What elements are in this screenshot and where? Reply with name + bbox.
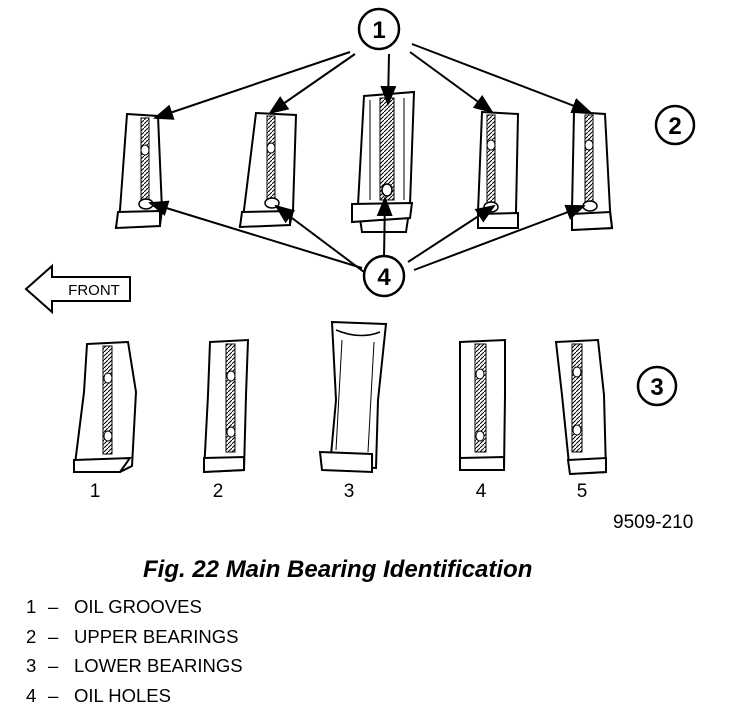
svg-text:3: 3 xyxy=(650,374,663,401)
upper-bearing-2 xyxy=(238,111,298,229)
lower-bearing-3 xyxy=(318,320,388,474)
legend-item: 1–OIL GROOVES xyxy=(26,596,202,617)
figure-code: 9509-210 xyxy=(613,512,693,533)
upper-bearing-5 xyxy=(571,110,614,232)
legend-item: 2–UPPER BEARINGS xyxy=(26,625,239,647)
callout-oil-grooves: 1 xyxy=(357,7,401,51)
svg-text:2: 2 xyxy=(668,113,681,140)
legend-item: 4–OIL HOLES xyxy=(26,684,171,706)
front-label: FRONT xyxy=(68,282,120,299)
figure-caption: Fig. 22 Main Bearing Identification xyxy=(143,556,533,583)
callout-upper-bearings: 2 xyxy=(654,104,696,146)
oil-holes-arrows xyxy=(148,196,586,273)
svg-text:1: 1 xyxy=(372,17,385,44)
lower-bearing-5 xyxy=(554,338,608,476)
position-label-2: 2 xyxy=(213,481,224,502)
position-label-4: 4 xyxy=(476,481,487,502)
front-arrow: FRONT xyxy=(24,263,131,315)
lower-bearing-4 xyxy=(459,338,506,471)
lower-bearing-2 xyxy=(202,338,250,474)
oil-grooves-arrows xyxy=(153,43,592,120)
position-label-3: 3 xyxy=(344,481,355,502)
position-label-5: 5 xyxy=(577,481,588,502)
upper-bearing-1 xyxy=(114,112,164,230)
position-label-1: 1 xyxy=(90,481,101,502)
legend: 1–OIL GROOVES 2–UPPER BEARINGS 3–LOWER B… xyxy=(26,592,243,710)
svg-text:4: 4 xyxy=(377,264,391,291)
lower-bearing-1 xyxy=(72,340,138,473)
callout-oil-holes: 4 xyxy=(362,254,406,298)
upper-bearing-3 xyxy=(351,90,416,233)
callout-lower-bearings: 3 xyxy=(636,365,678,407)
upper-bearing-4 xyxy=(477,110,520,229)
bearing-diagram: 1 2 3 4 FRONT 1 2 3 4 5 9509-210 xyxy=(24,7,696,533)
legend-item: 3–LOWER BEARINGS xyxy=(26,655,243,676)
